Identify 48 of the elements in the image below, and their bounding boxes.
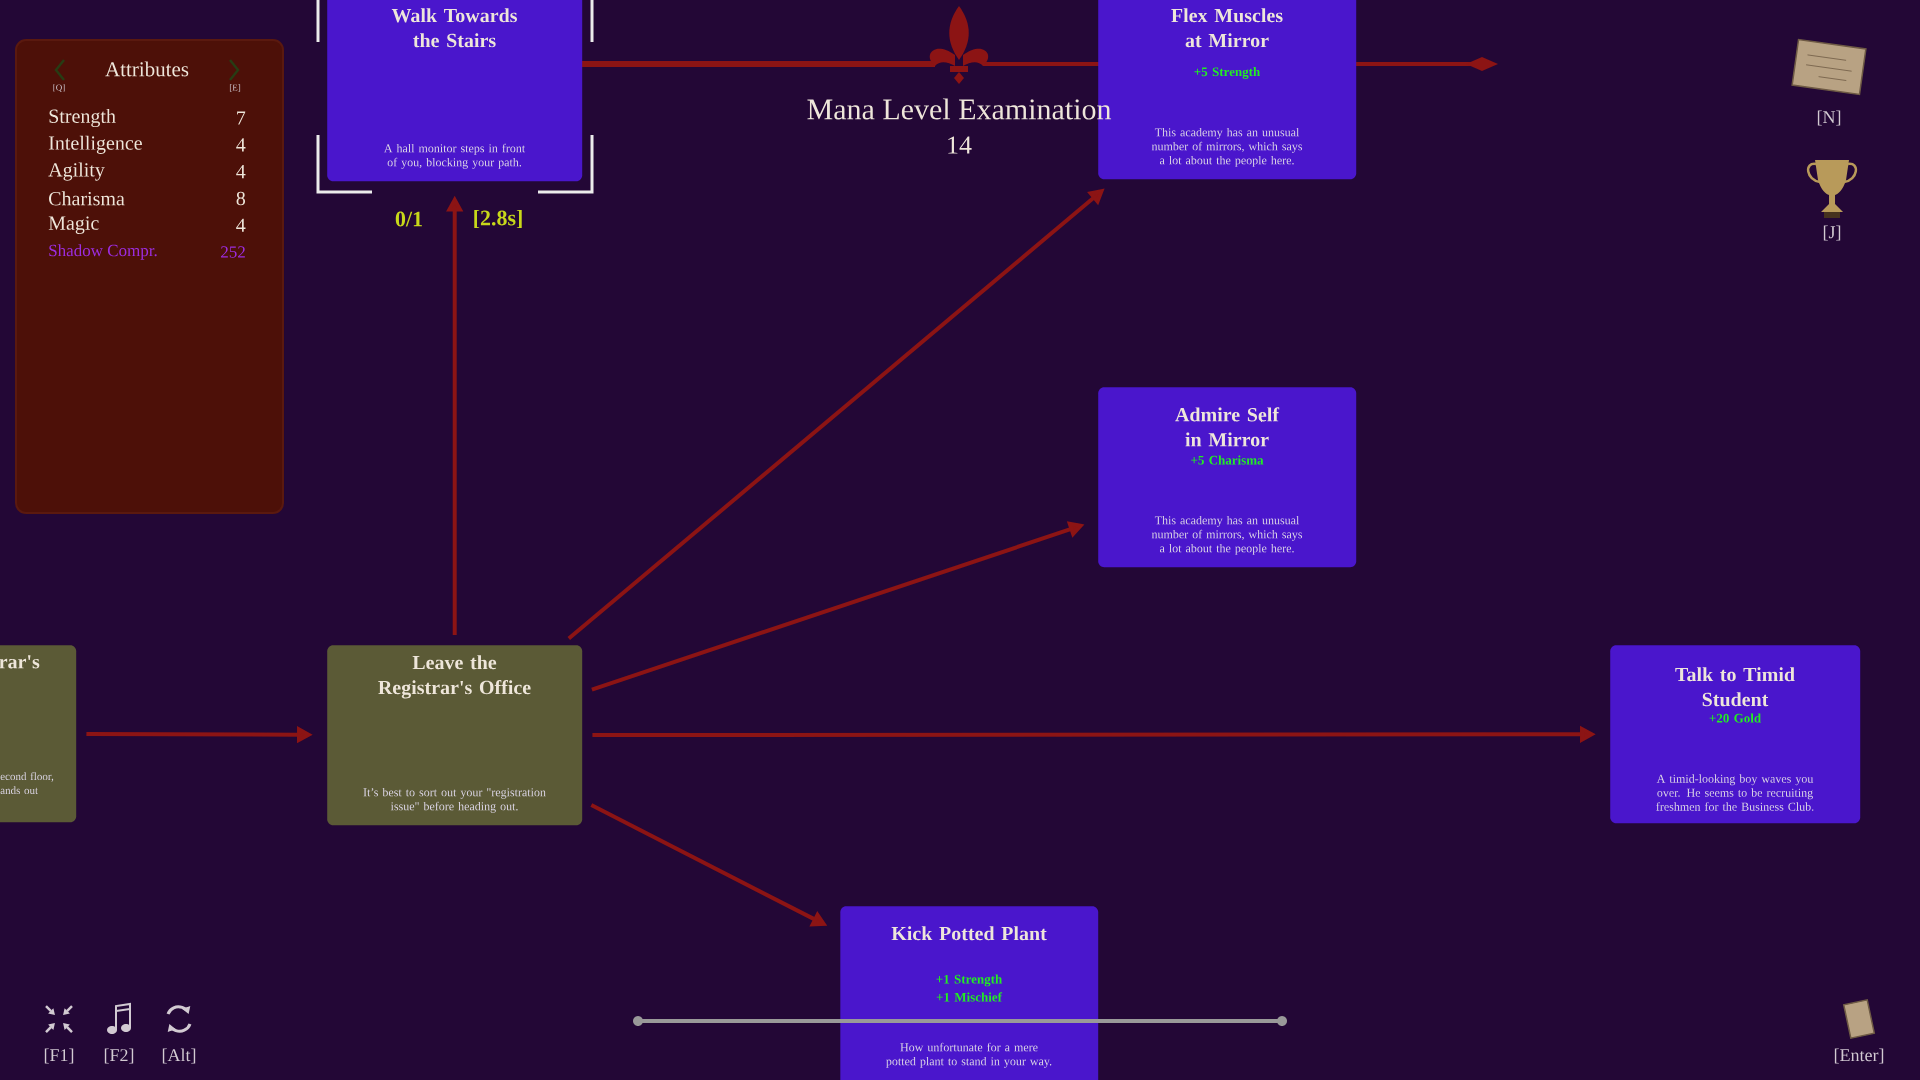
progress-text: [2.8s]: [474, 209, 522, 229]
choice-card: [1610, 645, 1861, 824]
card-description: How unfortunate for a mere potted plant to stand in your way.: [886, 1042, 1052, 1068]
key-hint: [Alt]: [162, 1048, 196, 1064]
choice-card: [327, 645, 583, 826]
panel-title: Attributes: [105, 61, 189, 77]
card-title: Leave the Registrar's Office: [378, 655, 531, 699]
attribute-value: 8: [236, 191, 246, 206]
card-title: Talk to Timid Student: [1675, 667, 1795, 707]
level-number: 14: [948, 136, 972, 154]
key-hint: [E]: [229, 84, 241, 92]
key-hint: [Q]: [53, 84, 65, 92]
card-title: Walk Towards the Stairs: [391, 8, 517, 48]
card-title: Kick Potted Plant: [891, 926, 1047, 941]
reward-text: +20 Gold: [1709, 713, 1761, 723]
progress-text: 0/1: [395, 211, 422, 227]
attribute-name: Magic: [48, 216, 99, 234]
card-description: A timid-looking boy waves you over. He seems to be recruiting freshmen for the Business Club.: [1656, 774, 1814, 811]
attribute-value: 4: [236, 165, 246, 179]
attribute-name: Intelligence: [48, 135, 142, 154]
key-hint: [F1]: [44, 1048, 74, 1064]
choice-card: [1098, 387, 1357, 568]
attribute-value: 252: [221, 246, 245, 258]
attribute-name: Charisma: [49, 191, 125, 206]
attribute-value: 7: [237, 111, 246, 125]
card-description: A hall monitor steps in front of you, blocking your path.: [383, 143, 526, 169]
reward-text: +5 Charisma: [1191, 455, 1264, 465]
card-title: rar's: [0, 655, 40, 669]
key-hint: [Enter]: [1834, 1048, 1884, 1064]
attribute-name: Agility: [48, 162, 105, 181]
reward-text: +5 Strength: [1194, 67, 1261, 79]
card-title: Admire Self in Mirror: [1175, 407, 1280, 447]
reward-text: +1 Strength +1 Mischief: [936, 974, 1003, 1002]
attribute-value: 4: [236, 138, 246, 152]
card-title: Flex Muscles at Mirror: [1171, 8, 1283, 48]
key-hint: [N]: [1817, 110, 1841, 126]
attribute-name: Strength: [49, 108, 116, 128]
choice-card: [840, 906, 1099, 1080]
card-description: econd floor, ands out: [0, 772, 54, 795]
card-description: This academy has an unusual number of mirrors, which says a lot about the people here.: [1151, 515, 1303, 555]
attributes-panel: [15, 39, 284, 514]
key-hint: [J]: [1823, 225, 1841, 241]
attribute-value: 4: [236, 218, 246, 232]
key-hint: [F2]: [104, 1048, 134, 1064]
card-description: It’s best to sort out your "registration issue" before heading out.: [363, 787, 546, 813]
choice-card: [0, 645, 77, 823]
attribute-name: Shadow Compr.: [49, 244, 157, 260]
card-description: This academy has an unusual number of mirrors, which says a lot about the people here.: [1151, 127, 1303, 167]
